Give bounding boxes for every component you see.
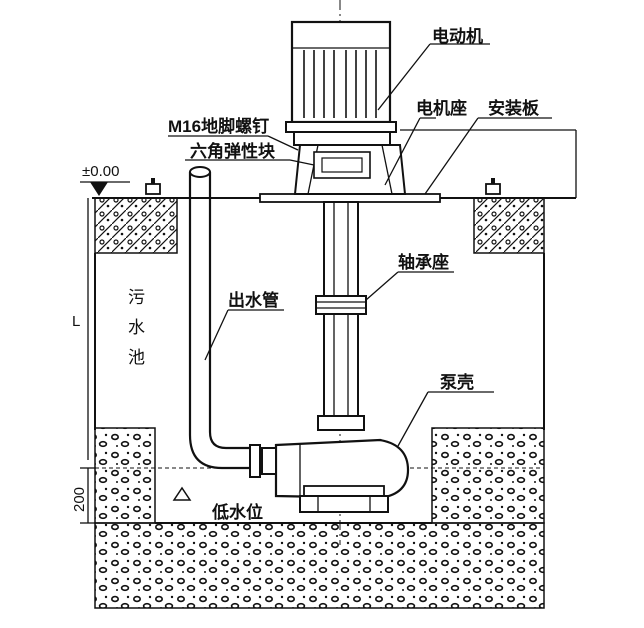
right-foundation <box>473 197 545 254</box>
label-elevation-zero: ±0.00 <box>82 163 119 180</box>
label-depth-L: L <box>72 313 80 330</box>
label-dim-200: 200 <box>71 487 88 512</box>
label-pool-char-3: 池 <box>128 348 145 368</box>
label-anchor-bolt: M16地脚螺钉 <box>168 116 269 136</box>
label-pump-casing: 泵壳 <box>440 372 474 392</box>
label-mounting-plate: 安装板 <box>488 98 540 118</box>
label-bearing-seat: 轴承座 <box>398 252 449 272</box>
label-outlet-pipe: 出水管 <box>228 290 279 310</box>
label-motor: 电动机 <box>432 26 483 46</box>
left-anchor-bolt <box>145 178 161 195</box>
right-dimension-bracket <box>400 129 577 198</box>
label-motor-seat: 电机座 <box>416 98 467 118</box>
right-anchor-bolt <box>485 178 501 195</box>
motor <box>285 20 397 146</box>
elevation-marker <box>80 181 130 196</box>
right-lower-wall <box>431 427 545 524</box>
outlet-pipe <box>188 166 277 478</box>
label-pool-char-2: 水 <box>128 318 145 338</box>
leader-lines <box>168 43 552 447</box>
label-pool-char-1: 污 <box>128 288 145 308</box>
label-low-water-level: 低水位 <box>211 502 263 522</box>
pit-floor <box>94 522 545 609</box>
pump-casing <box>274 438 410 513</box>
dimension-200 <box>80 467 96 524</box>
label-hex-elastic-block: 六角弹性块 <box>190 141 276 161</box>
bearing-seat <box>315 295 367 315</box>
mounting-plate <box>259 193 441 203</box>
low-water-triangle <box>172 486 192 501</box>
left-foundation <box>94 197 178 254</box>
left-lower-wall <box>94 427 156 524</box>
